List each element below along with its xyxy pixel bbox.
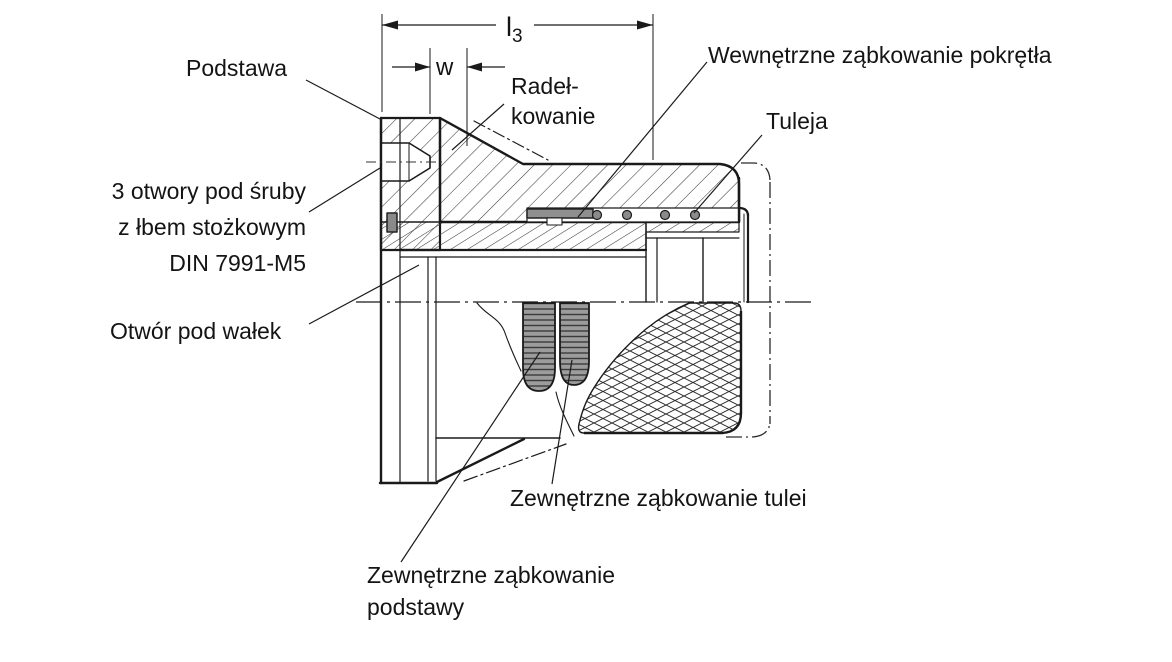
detent-spring-tab: [546, 217, 563, 226]
knurl-thick-edges: [584, 311, 743, 435]
leader-wewnetrzne: [577, 61, 708, 218]
label-zewnetrzne-zabkowanie-tulei: Zewnętrzne ząbkowanie tulei: [510, 485, 807, 511]
leader-otwor: [308, 264, 420, 325]
break-line: [476, 302, 522, 372]
outline-linework: [378, 116, 750, 485]
leader-tuleja: [693, 134, 763, 214]
label-screw-holes-line3: DIN 7991-M5: [169, 250, 306, 276]
dimension-l3: [381, 14, 654, 160]
label-tuleja: Tuleja: [766, 108, 828, 134]
label-radelkowanie-line2: kowanie: [511, 103, 595, 129]
label-zewnetrzne-zabkowanie-podstawy-line2: podstawy: [367, 594, 465, 620]
leader-screw-holes: [308, 167, 381, 213]
label-screw-holes-line2: z łbem stożkowym: [118, 214, 306, 240]
leader-lines: [305, 61, 763, 563]
leader-podstawa: [305, 79, 381, 120]
label-radelkowanie-line1: Radeł-: [511, 73, 579, 99]
arrowhead-right: [467, 62, 482, 72]
sleeve-hatched-band: [645, 221, 740, 233]
dim-l3-base: l: [506, 12, 512, 42]
knob-hatched-region: [438, 116, 741, 224]
detent-ball: [689, 209, 701, 221]
break-line: [555, 391, 575, 437]
label-wewnetrzne-zabkowanie-pokretla: Wewnętrzne ząbkowanie pokrętła: [708, 42, 1052, 68]
label-dim-l3: l3: [506, 12, 523, 47]
base-cone-edge: [435, 437, 526, 484]
base-cone-phantom: [463, 443, 567, 482]
arrowhead-left: [382, 20, 398, 30]
knurl-crest-phantom: [473, 120, 549, 161]
label-screw-holes-line1: 3 otwory pod śruby: [112, 178, 307, 204]
arrowhead-right: [637, 20, 653, 30]
arrowhead-left: [415, 62, 430, 72]
leader-zabkowanie-podstawy: [400, 351, 541, 563]
base-serration-band: [522, 302, 556, 392]
label-zewnetrzne-zabkowanie-podstawy-line1: Zewnętrzne ząbkowanie: [367, 562, 615, 588]
label-dim-w: w: [435, 54, 454, 81]
sleeve-serration-band: [559, 302, 590, 386]
dimension-w: [392, 48, 505, 146]
detent-ball: [621, 209, 633, 221]
label-podstawa: Podstawa: [186, 55, 287, 81]
leader-zabkowanie-tulei: [551, 359, 573, 485]
base-hub-hatched-band: [380, 221, 647, 251]
label-otwor-pod-walek: Otwór pod wałek: [110, 318, 282, 344]
phantom-position-outline: [726, 162, 771, 438]
leader-radelkowanie: [451, 103, 505, 151]
pin-section: [386, 212, 398, 233]
shaft-bore: [400, 257, 640, 302]
detent-ball: [591, 209, 603, 221]
knob-body-section: [379, 116, 741, 302]
detent-ball: [659, 209, 671, 221]
dim-l3-sub: 3: [512, 26, 523, 47]
knurled-surface: [577, 302, 742, 434]
